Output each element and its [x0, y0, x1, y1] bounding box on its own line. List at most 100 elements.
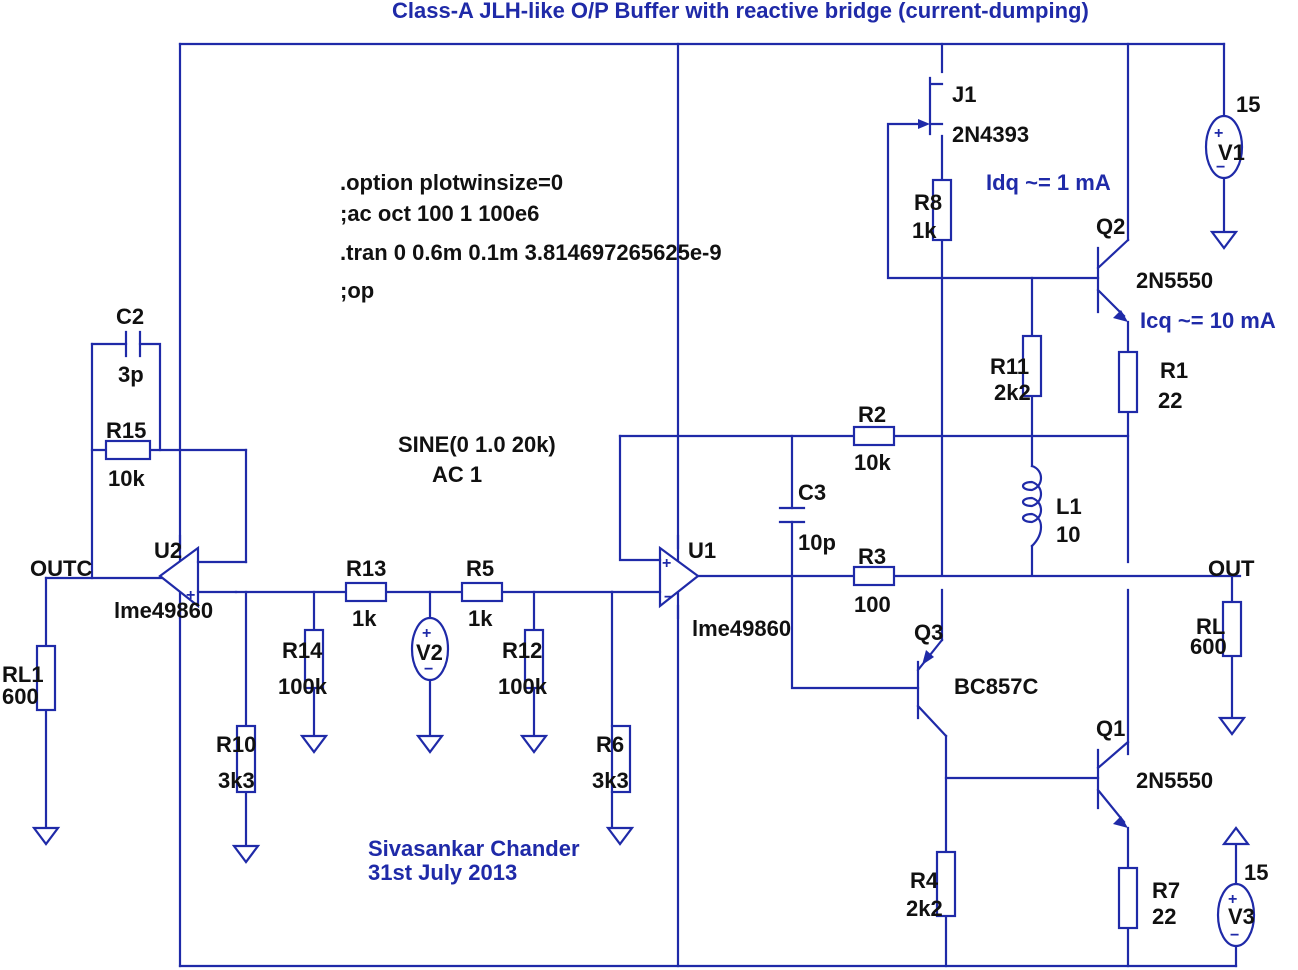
- resistor-r13[interactable]: [344, 581, 388, 603]
- u1-minus-sign: −: [664, 589, 673, 606]
- r1-ref-label: R1: [1160, 358, 1188, 383]
- r5-ref-label: R5: [466, 556, 494, 581]
- voltage-source-v3[interactable]: + −: [1216, 882, 1256, 948]
- q1-value-label: 2N5550: [1136, 768, 1213, 793]
- r6-value-label: 3k3: [592, 768, 629, 793]
- resistor-r14[interactable]: [303, 628, 325, 690]
- r8-value-label: 1k: [912, 218, 937, 243]
- svg-text:−: −: [424, 661, 433, 678]
- resistor-r1[interactable]: [1117, 350, 1139, 414]
- r13-value-label: 1k: [352, 606, 377, 631]
- svg-text:+: +: [1214, 125, 1223, 142]
- r7-ref-label: R7: [1152, 878, 1180, 903]
- r13-ref-label: R13: [346, 556, 386, 581]
- resistor-r5[interactable]: [460, 581, 504, 603]
- r15-ref-label: R15: [106, 418, 146, 443]
- r5-value-label: 1k: [468, 606, 493, 631]
- net-label-out: OUT: [1208, 556, 1255, 581]
- jfet-j1[interactable]: [918, 76, 944, 136]
- v2-ac-spec: AC 1: [432, 462, 482, 487]
- rl1-ref-label: RL1: [2, 662, 44, 687]
- l1-ref-label: L1: [1056, 494, 1082, 519]
- u1-ref-label: U1: [688, 538, 716, 563]
- resistor-r7[interactable]: [1117, 866, 1139, 930]
- r7-value-label: 22: [1152, 904, 1176, 929]
- ground-icon: [1209, 230, 1239, 250]
- j1-ref-label: J1: [952, 82, 976, 107]
- resistor-rl1[interactable]: [35, 644, 57, 712]
- c3-ref-label: C3: [798, 480, 826, 505]
- icq-annotation: Icq ~= 10 mA: [1140, 308, 1276, 333]
- ground-icon: [415, 734, 445, 754]
- r12-ref-label: R12: [502, 638, 542, 663]
- r2-ref-label: R2: [858, 402, 886, 427]
- ground-icon: [605, 826, 635, 846]
- c2-value-label: 3p: [118, 362, 144, 387]
- j1-value-label: 2N4393: [952, 122, 1029, 147]
- idq-annotation: Idq ~= 1 mA: [986, 170, 1111, 195]
- v3-value-label: 15: [1244, 860, 1268, 885]
- svg-text:−: −: [1216, 159, 1225, 176]
- v2-ref-label: V2: [416, 640, 443, 665]
- v3-ref-label: V3: [1228, 904, 1255, 929]
- spice-directive-tran: .tran 0 0.6m 0.1m 3.814697265625e-9: [340, 240, 722, 265]
- voltage-source-v2[interactable]: + −: [410, 616, 450, 682]
- author-date: 31st July 2013: [368, 860, 517, 885]
- r12-value-label: 100k: [498, 674, 548, 699]
- r3-ref-label: R3: [858, 544, 886, 569]
- resistors: [35, 178, 1243, 930]
- r10-value-label: 3k3: [218, 768, 255, 793]
- rl1-value-label: 600: [2, 684, 39, 709]
- c2-ref-label: C2: [116, 304, 144, 329]
- v2-sine-spec: SINE(0 1.0 20k): [398, 432, 556, 457]
- resistor-r10[interactable]: [235, 724, 257, 794]
- v1-value-label: 15: [1236, 92, 1260, 117]
- r15-value-label: 10k: [108, 466, 145, 491]
- ground-icon: [31, 826, 61, 846]
- rl-value-label: 600: [1190, 634, 1227, 659]
- op-amp-u2[interactable]: +: [158, 534, 248, 620]
- capacitor-c2[interactable]: [124, 330, 142, 358]
- schematic-title: Class-A JLH-like O/P Buffer with reactiv…: [392, 0, 1089, 23]
- resistor-r8[interactable]: [931, 178, 953, 242]
- wires: [44, 42, 1242, 968]
- svg-text:+: +: [422, 625, 431, 642]
- r14-value-label: 100k: [278, 674, 328, 699]
- q1-ref-label: Q1: [1096, 716, 1125, 741]
- resistor-r3[interactable]: [852, 565, 896, 587]
- author-name: Sivasankar Chander: [368, 836, 580, 861]
- resistor-r2[interactable]: [852, 425, 896, 447]
- voltage-source-v1[interactable]: + −: [1204, 114, 1244, 180]
- r4-ref-label: R4: [910, 868, 939, 893]
- u1-value-label: lme49860: [692, 616, 791, 641]
- q3-ref-label: Q3: [914, 620, 943, 645]
- u2-ref-label: U2: [154, 538, 182, 563]
- resistor-r11[interactable]: [1021, 334, 1043, 398]
- svg-text:−: −: [1230, 927, 1239, 944]
- r6-ref-label: R6: [596, 732, 624, 757]
- resistor-rl[interactable]: [1221, 600, 1243, 658]
- pnp-transistor-q3[interactable]: [916, 638, 948, 738]
- inductor-l1[interactable]: [1021, 464, 1043, 548]
- spice-directive-op: ;op: [340, 278, 374, 303]
- v1-ref-label: V1: [1218, 140, 1245, 165]
- resistor-r12[interactable]: [523, 628, 545, 690]
- svg-text:+: +: [1228, 891, 1237, 908]
- ground-icon: [231, 844, 261, 864]
- q3-value-label: BC857C: [954, 674, 1038, 699]
- u1-plus-sign: +: [662, 555, 671, 572]
- npn-transistor-q1[interactable]: [1096, 740, 1130, 828]
- r3-value-label: 100: [854, 592, 891, 617]
- ground-icon: [1221, 826, 1251, 846]
- r14-ref-label: R14: [282, 638, 323, 663]
- npn-transistor-q2[interactable]: [1096, 238, 1130, 322]
- resistor-r4[interactable]: [935, 850, 957, 918]
- resistor-r6[interactable]: [610, 724, 632, 794]
- ground-icon: [299, 734, 329, 754]
- op-amp-u1[interactable]: + −: [610, 534, 700, 620]
- ground-symbols: [31, 230, 1251, 864]
- resistor-r15[interactable]: [104, 439, 152, 461]
- capacitor-c3[interactable]: [778, 506, 806, 524]
- r11-value-label: 2k2: [994, 380, 1031, 405]
